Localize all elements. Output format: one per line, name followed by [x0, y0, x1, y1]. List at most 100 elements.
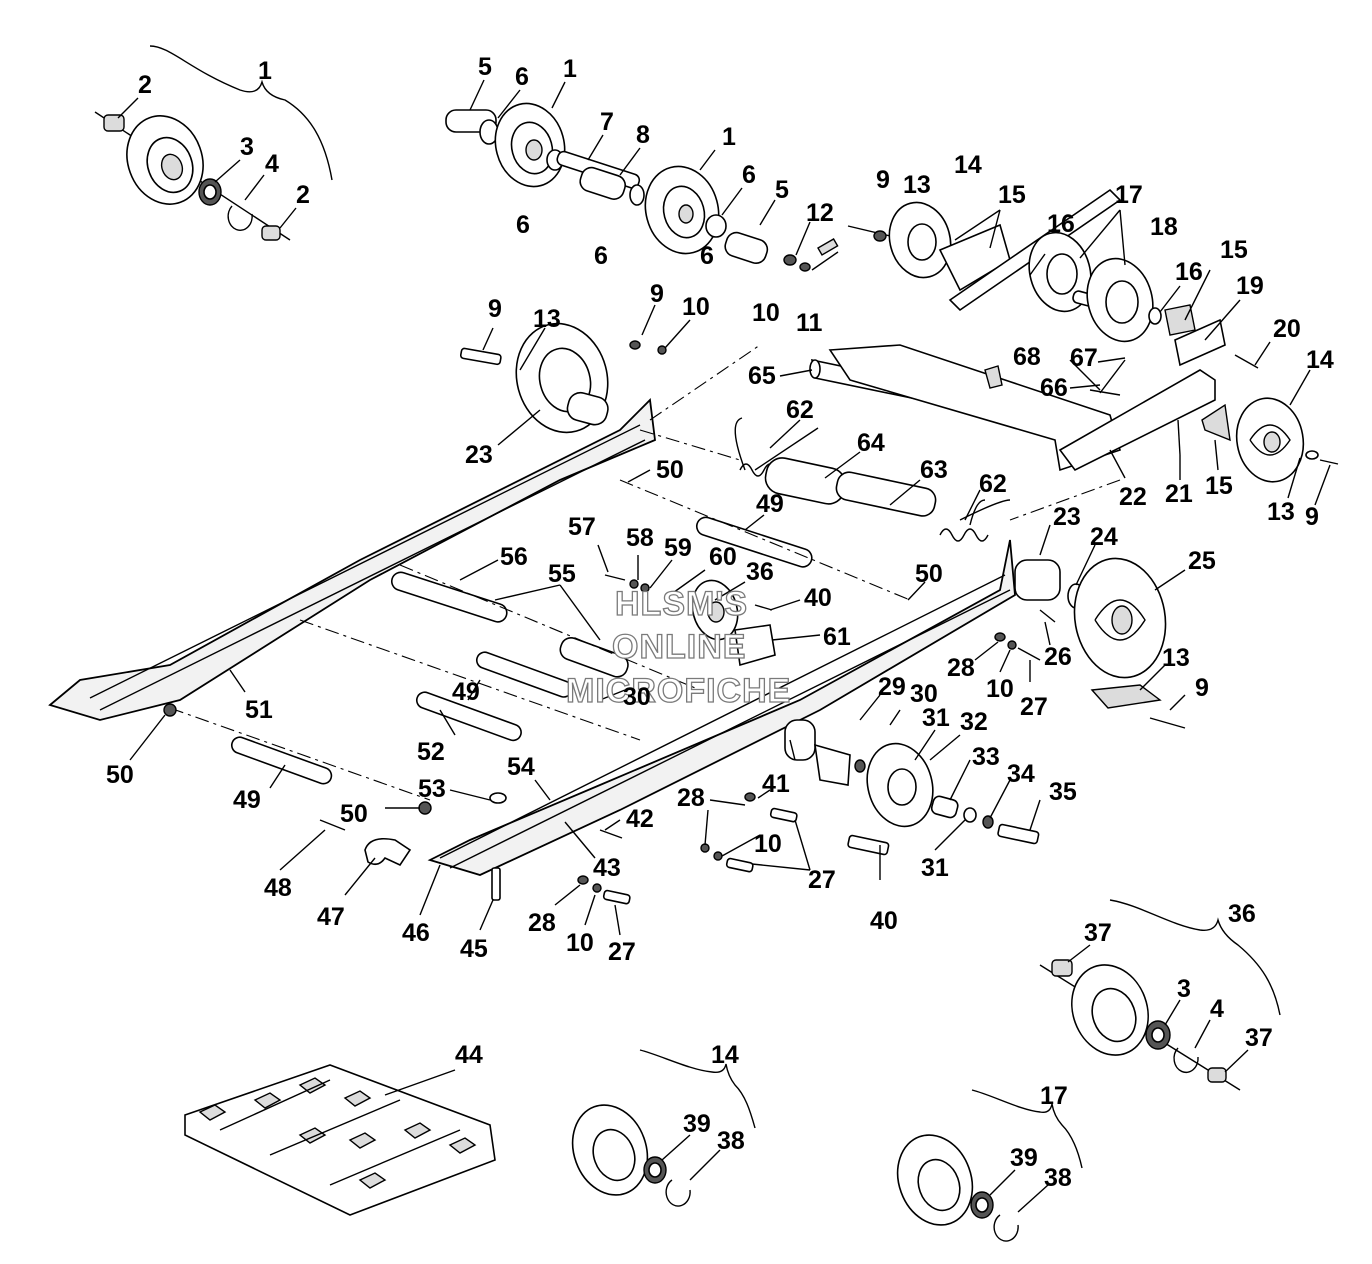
callout-label: 36 [746, 558, 774, 586]
callout-label: 15 [1220, 236, 1248, 264]
callout-label: 46 [402, 919, 430, 947]
callout-label: 1 [722, 123, 736, 151]
callout-label: 10 [754, 830, 782, 858]
callout-label: 28 [677, 784, 705, 812]
callout-label: 1 [563, 55, 577, 83]
callout-label: 64 [857, 429, 885, 457]
front-idler-wheel [459, 322, 667, 434]
center-idler [604, 574, 776, 667]
watermark-line-3: MICROFICHE [566, 672, 791, 710]
callout-label: 57 [568, 513, 596, 541]
callout-label: 23 [1053, 503, 1081, 531]
rear-axle-wheels [445, 102, 839, 272]
leader-lines [117, 79, 1331, 1213]
lower-idler-wheel [700, 719, 1040, 873]
callout-label: 1 [258, 57, 272, 85]
callout-label: 33 [972, 743, 1000, 771]
callout-label: 50 [915, 560, 943, 588]
rear-outer-wheel [994, 557, 1186, 729]
track-section [184, 1064, 496, 1216]
idler-wheel-assembly-1 [94, 111, 291, 241]
callout-label: 2 [296, 181, 310, 209]
callout-label: 14 [711, 1041, 739, 1069]
callout-label: 29 [878, 673, 906, 701]
callout-label: 62 [979, 470, 1007, 498]
callout-label: 48 [264, 874, 292, 902]
callout-label: 39 [1010, 1144, 1038, 1172]
callout-label: 27 [608, 938, 636, 966]
callout-label: 32 [960, 708, 988, 736]
callout-label: 14 [1306, 346, 1334, 374]
callout-label: 61 [823, 623, 851, 651]
callout-label: 60 [709, 543, 737, 571]
callout-label: 5 [478, 53, 492, 81]
rail-hardware [163, 703, 631, 905]
callout-label: 62 [786, 396, 814, 424]
callout-label: 6 [516, 211, 530, 239]
callout-label: 55 [548, 560, 576, 588]
callout-label: 43 [593, 854, 621, 882]
callout-label: 9 [876, 166, 890, 194]
callout-label: 19 [1236, 272, 1264, 300]
wheel-assembly-14 [571, 1104, 691, 1207]
callout-label: 13 [533, 305, 561, 333]
callout-label: 3 [1177, 975, 1191, 1003]
callout-label: 26 [1044, 643, 1072, 671]
callout-label: 52 [417, 738, 445, 766]
springs-and-shaft [734, 417, 1011, 542]
slide-rails [48, 344, 1121, 876]
callout-label: 41 [762, 770, 790, 798]
callout-label: 47 [317, 903, 345, 931]
callout-label: 27 [808, 866, 836, 894]
callout-label: 5 [775, 176, 789, 204]
callout-label: 8 [636, 121, 650, 149]
callout-label: 17 [1115, 181, 1143, 209]
watermark-line-1: HLSM'S [615, 585, 748, 623]
callout-label: 35 [1049, 778, 1077, 806]
callout-label: 17 [1040, 1082, 1068, 1110]
callout-label: 37 [1245, 1024, 1273, 1052]
callout-label: 27 [1020, 693, 1048, 721]
callout-label: 6 [742, 161, 756, 189]
callout-label: 10 [986, 675, 1014, 703]
callout-label: 7 [600, 108, 614, 136]
callout-label: 38 [717, 1127, 745, 1155]
callout-label: 25 [1188, 547, 1216, 575]
callout-label: 9 [488, 295, 502, 323]
callout-label: 28 [947, 654, 975, 682]
callout-label: 49 [756, 490, 784, 518]
callout-label: 22 [1119, 483, 1147, 511]
watermark-line-2: ONLINE [612, 628, 746, 666]
wheel-assembly-17 [896, 1134, 1019, 1242]
callout-label: 30 [623, 683, 651, 711]
callout-label: 13 [1267, 498, 1295, 526]
callout-label: 13 [1162, 644, 1190, 672]
callout-label: 39 [683, 1110, 711, 1138]
callout-label: 51 [245, 696, 273, 724]
callout-label: 68 [1013, 343, 1041, 371]
callout-label: 6 [515, 63, 529, 91]
callout-label: 16 [1175, 258, 1203, 286]
callout-label: 56 [500, 543, 528, 571]
callout-label: 16 [1047, 210, 1075, 238]
callout-label: 63 [920, 456, 948, 484]
callout-label: 21 [1165, 480, 1193, 508]
callout-label: 3 [240, 133, 254, 161]
callout-label: 65 [748, 362, 776, 390]
callout-label: 9 [1195, 674, 1209, 702]
callout-label: 20 [1273, 315, 1301, 343]
callout-label: 38 [1044, 1164, 1072, 1192]
callout-label: 42 [626, 805, 654, 833]
callout-label: 6 [700, 242, 714, 270]
callout-label: 31 [922, 704, 950, 732]
callout-label: 4 [265, 150, 279, 178]
callout-label: 23 [465, 441, 493, 469]
callout-label: 14 [954, 151, 982, 179]
callout-label: 50 [656, 456, 684, 484]
callout-label: 10 [566, 929, 594, 957]
wheel-assembly-36 [1039, 959, 1241, 1091]
callout-label: 28 [528, 909, 556, 937]
callout-label: 49 [233, 786, 261, 814]
callout-label: 67 [1070, 344, 1098, 372]
